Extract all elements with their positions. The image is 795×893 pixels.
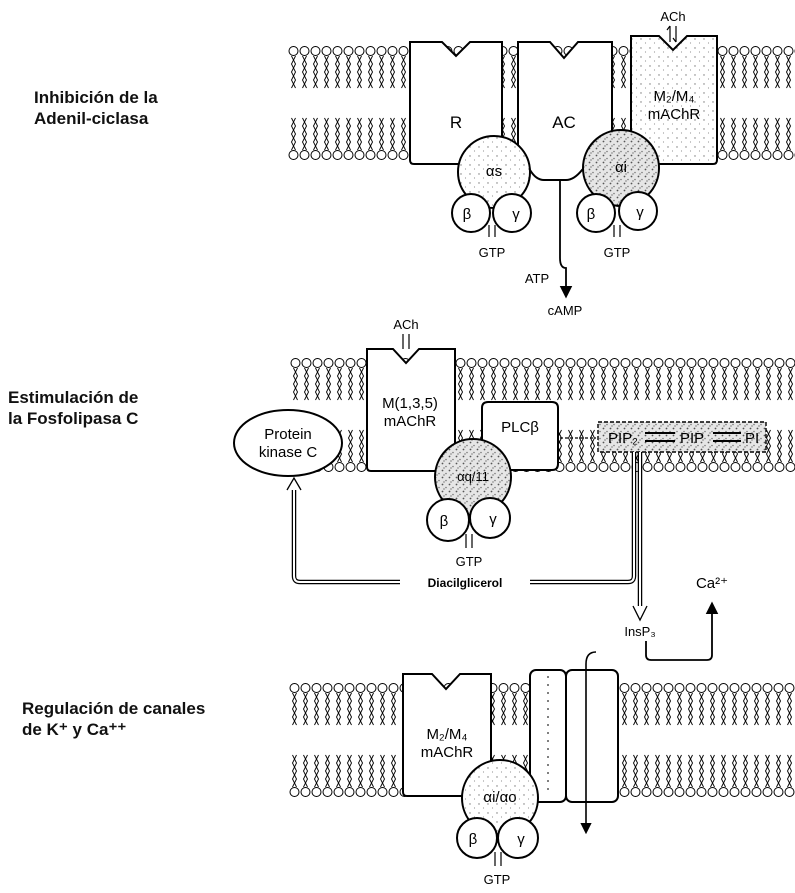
dag-arrow-to-pkc <box>294 482 400 582</box>
pip2-label: PIP₂ <box>608 430 638 447</box>
m2-m4-label: M₂/M₄ <box>426 726 467 743</box>
gamma-label: γ <box>517 831 525 848</box>
gamma-label: γ <box>636 204 644 221</box>
m2-m4-label: M₂/M₄ <box>653 88 694 105</box>
ach-label: ACh <box>393 317 418 332</box>
alpha-i-label: αi <box>615 159 627 176</box>
m135-label: M(1,3,5) <box>382 395 438 412</box>
ach-label: ACh <box>660 9 685 24</box>
ca-label: Ca²⁺ <box>696 575 728 592</box>
atp-label: ATP <box>525 271 549 286</box>
adenylyl-cyclase-label: AC <box>552 113 576 132</box>
receptor-r-label: R <box>450 113 462 132</box>
gs-protein: αs β γ GTP <box>452 136 531 260</box>
beta-subunit <box>577 194 615 232</box>
panel-phospholipase-c: Protein kinase C M(1,3,5) mAChR ACh PLCβ… <box>234 317 795 660</box>
ach-binding-arrows <box>667 26 676 42</box>
gi-protein: αi β γ GTP <box>577 130 659 260</box>
gamma-label: γ <box>489 511 497 528</box>
alpha-s-label: αs <box>486 163 502 180</box>
alpha-io-label: αi/αo <box>483 789 516 806</box>
pi-label: PI <box>745 430 759 447</box>
plc-label: PLCβ <box>501 419 539 436</box>
gq-protein: αq/11 β γ GTP <box>427 439 511 569</box>
beta-label: β <box>587 206 596 223</box>
insp3-label: InsP₃ <box>624 624 655 639</box>
m135-label: mAChR <box>384 413 437 430</box>
atp-to-camp-arrow <box>560 180 566 296</box>
calcium-release-arrow <box>646 604 712 660</box>
gtp-label: GTP <box>604 245 631 260</box>
alpha-q11-label: αq/11 <box>457 469 489 484</box>
gi-go-protein: αi/αo β γ GTP <box>457 760 538 887</box>
beta-label: β <box>440 513 449 530</box>
m2-m4-label: mAChR <box>421 744 474 761</box>
beta-label: β <box>463 206 472 223</box>
protein-kinase-c <box>234 410 342 476</box>
ion-channel <box>530 670 618 802</box>
dag-label: Diacilglicerol <box>428 576 503 590</box>
gamma-label: γ <box>512 206 520 223</box>
beta-label: β <box>469 831 478 848</box>
panel-adenylyl-cyclase: R AC M₂/M₄ mAChR ACh αs β γ GTP <box>288 9 795 318</box>
gtp-label: GTP <box>484 872 511 887</box>
panel-ion-channels: M₂/M₄ mAChR αi/αo β γ GTP <box>289 652 795 887</box>
pkc-label: Protein <box>264 426 312 443</box>
gtp-label: GTP <box>456 554 483 569</box>
m2-m4-label: mAChR <box>648 106 701 123</box>
ach-binding-arrows <box>403 334 409 349</box>
gtp-label: GTP <box>479 245 506 260</box>
camp-label: cAMP <box>548 303 583 318</box>
pip-label: PIP <box>680 430 704 447</box>
pkc-label: kinase C <box>259 444 318 461</box>
